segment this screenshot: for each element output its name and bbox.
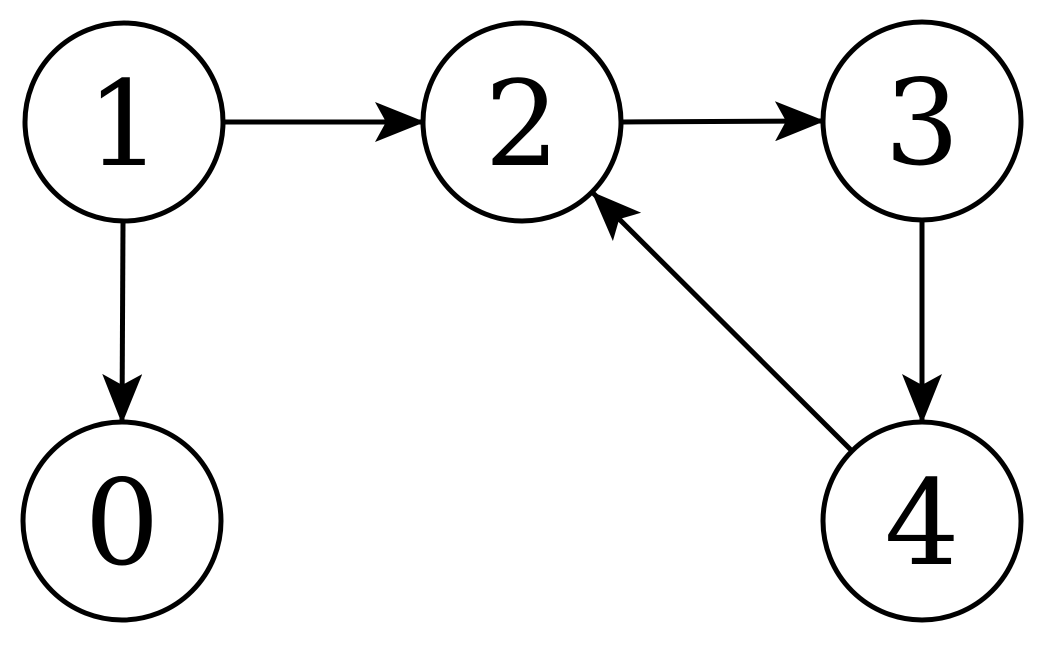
node-4[interactable]: 4 <box>820 419 1024 623</box>
node-3-circle <box>820 19 1024 223</box>
node-2-label: 2 <box>484 55 559 193</box>
node-1[interactable]: 1 <box>22 20 226 224</box>
node-3-label: 3 <box>884 54 959 192</box>
node-0-circle <box>20 419 224 623</box>
node-0-label: 0 <box>84 454 159 592</box>
node-0[interactable]: 0 <box>20 419 224 623</box>
node-4-circle <box>820 419 1024 623</box>
edge-layer <box>102 101 942 452</box>
edge-4-to-2[interactable] <box>591 191 853 452</box>
node-layer: 1 2 3 0 4 <box>20 19 1024 623</box>
node-2[interactable]: 2 <box>420 20 624 224</box>
node-1-label: 1 <box>86 55 161 193</box>
node-2-circle <box>420 20 624 224</box>
node-1-circle <box>22 20 226 224</box>
edge-1-to-0[interactable] <box>102 221 143 424</box>
edge-4-to-2-line <box>591 191 853 452</box>
edge-1-to-0-line <box>102 221 143 424</box>
edge-2-to-3-line <box>621 101 825 142</box>
node-4-label: 4 <box>884 454 959 592</box>
edge-2-to-3[interactable] <box>621 101 825 142</box>
node-3[interactable]: 3 <box>820 19 1024 223</box>
